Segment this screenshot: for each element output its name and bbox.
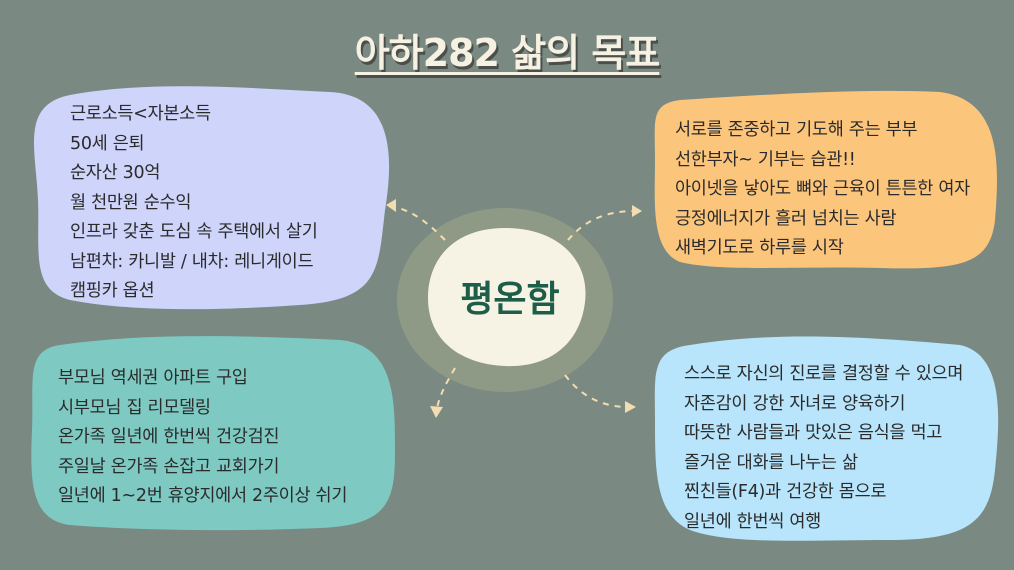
arrow-bottom-right xyxy=(564,374,626,408)
box-top-left: 근로소득<자본소득 50세 은퇴 순자산 30억 월 천만원 순수익 인프라 갖… xyxy=(70,100,318,307)
arrowhead-bottom-left-icon xyxy=(430,406,443,418)
list-item: 부모님 역세권 아파트 구입 xyxy=(58,368,248,388)
list-item: 긍정에너지가 흘러 넘치는 사람 xyxy=(675,208,897,229)
center-circle xyxy=(428,228,586,367)
list-item: 찐친들(F4)과 건강한 몸으로 xyxy=(684,482,887,502)
list-item: 순자산 30억 xyxy=(70,163,161,183)
list-item: 일년에 1~2번 휴양지에서 2주이상 쉬기 xyxy=(58,486,348,506)
list-item: 새벽기도로 하루를 시작 xyxy=(675,238,844,258)
blob-top-left xyxy=(33,86,390,310)
arrowhead-top-right-icon xyxy=(632,205,642,217)
box-bottom-left: 부모님 역세권 아파트 구입 시부모님 집 리모델링 온가족 일년에 한번씩 건… xyxy=(58,364,347,512)
list-item: 아이넷을 낳아도 뼈와 근육이 튼튼한 여자 xyxy=(675,179,970,199)
list-item: 주일날 온가족 손잡고 교회가기 xyxy=(58,456,280,477)
arrowhead-top-left-icon xyxy=(386,199,396,212)
blob-top-right xyxy=(654,90,997,269)
list-item: 월 천만원 순수익 xyxy=(70,192,192,213)
list-item: 남편차: 카니발 / 내차: 레니게이드 xyxy=(70,251,314,272)
arrow-top-right xyxy=(567,210,633,241)
list-item: 따뜻한 사람들과 맛있은 음식을 먹고 xyxy=(684,423,943,443)
list-item: 스스로 자신의 진로를 결정할 수 있으며 xyxy=(684,364,964,384)
arrow-top-left xyxy=(394,206,446,241)
list-item: 시부모님 집 리모델링 xyxy=(58,397,211,418)
list-item: 50세 은퇴 xyxy=(70,133,145,154)
arrow-bottom-left xyxy=(436,367,456,409)
blob-bottom-right xyxy=(654,336,999,541)
center-label: 평온함 xyxy=(460,279,560,320)
list-item: 인프라 갖춘 도심 속 주택에서 살기 xyxy=(70,222,318,242)
arrowhead-bottom-right-icon xyxy=(625,401,636,413)
blob-bottom-left xyxy=(31,336,396,531)
page-title: 아하282 삶의 목표 xyxy=(354,31,661,75)
list-item: 캠핑카 옵션 xyxy=(70,281,155,301)
list-item: 서로를 존중하고 기도해 주는 부부 xyxy=(675,120,918,140)
list-item: 선한부자~ 기부는 습관!! xyxy=(675,149,856,170)
list-item: 즐거운 대화를 나누는 삶 xyxy=(684,452,858,473)
list-item: 근로소득<자본소득 xyxy=(70,104,211,124)
list-item: 자존감이 강한 자녀로 양육하기 xyxy=(684,393,906,414)
box-top-right: 서로를 존중하고 기도해 주는 부부 선한부자~ 기부는 습관!! 아이넷을 낳… xyxy=(675,116,970,264)
box-bottom-right: 스스로 자신의 진로를 결정할 수 있으며 자존감이 강한 자녀로 양육하기 따… xyxy=(684,360,963,537)
list-item: 온가족 일년에 한번씩 건강검진 xyxy=(58,427,280,447)
list-item: 일년에 한번씩 여행 xyxy=(684,511,821,532)
